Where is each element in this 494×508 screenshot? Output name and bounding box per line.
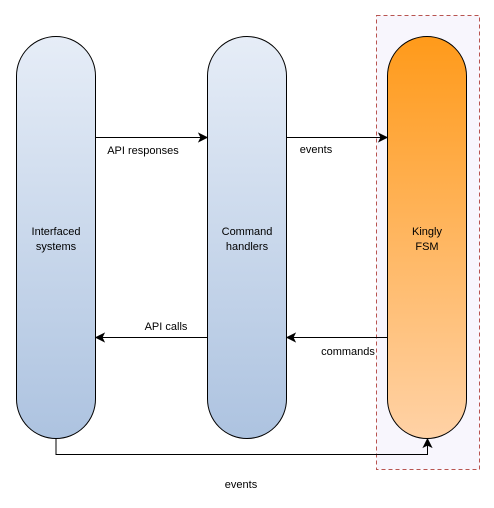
api-calls-label: API calls	[145, 321, 188, 333]
kingly-fsm-label-line2: FSM	[415, 241, 438, 253]
commands-label: commands	[321, 346, 375, 358]
api-calls-arrow[interactable]	[94, 332, 207, 343]
api-responses-label: API responses	[107, 145, 179, 157]
events-top-label: events	[300, 144, 333, 156]
kingly-fsm-label-line1: Kingly	[412, 226, 442, 238]
events-top-arrow[interactable]	[287, 132, 389, 143]
command-handlers-label-line2: handlers	[226, 241, 269, 253]
kingly-fsm-node[interactable]	[387, 36, 467, 439]
interfaced-systems-label-line1: Interfaced	[32, 226, 81, 238]
command-handlers-label-line1: Command	[222, 226, 273, 238]
commands-arrow[interactable]	[285, 332, 387, 343]
interfaced-systems-label-line2: systems	[36, 241, 77, 253]
events-bottom-arrow[interactable]	[55, 437, 433, 455]
command-handlers-node[interactable]	[207, 36, 287, 439]
events-bottom-label: events	[225, 479, 258, 491]
api-responses-arrow[interactable]	[96, 132, 209, 143]
